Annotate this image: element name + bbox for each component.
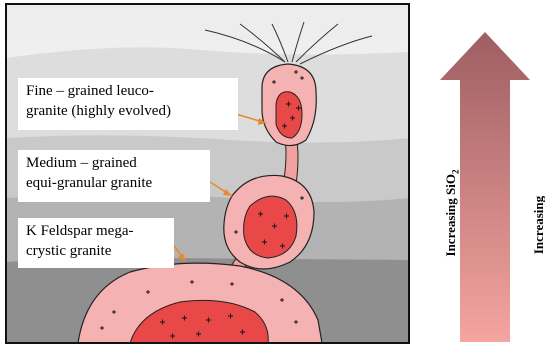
label-kfeld-line1: K Feldspar mega- [26, 221, 166, 241]
label-fine-line2: granite (highly evolved) [26, 101, 230, 121]
sio2-subscript: 2 [451, 170, 461, 175]
label-kfeld-line2: crystic granite [26, 241, 166, 261]
right-label-text: Increasing [531, 196, 545, 254]
label-fine-grained: Fine – grained leuco- granite (highly ev… [18, 78, 238, 130]
leuco-granite-core [276, 92, 302, 138]
label-fine-line1: Fine – grained leuco- [26, 81, 230, 101]
medium-grained-core [244, 196, 297, 258]
label-medium-line2: equi-granular granite [26, 173, 202, 193]
label-medium-grained: Medium – grained equi-granular granite [18, 150, 210, 202]
increasing-right-label: Increasing [531, 185, 545, 265]
sio2-prefix: Increasing SiO [443, 174, 458, 256]
label-k-feldspar: K Feldspar mega- crystic granite [18, 218, 174, 268]
increasing-sio2-label: Increasing SiO2 [443, 153, 461, 273]
label-medium-line1: Medium – grained [26, 153, 202, 173]
